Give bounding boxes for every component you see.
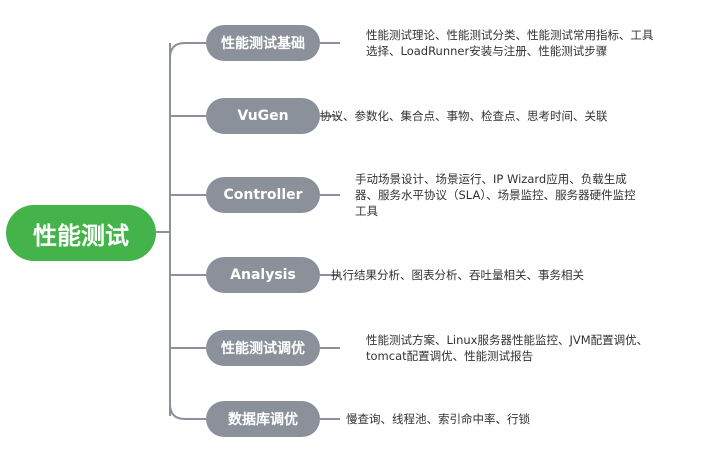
description-line: 器、服务水平协议（SLA）、场景监控、服务器硬件监控 [355,188,636,202]
branch-0-description: 性能测试理论、性能测试分类、性能测试常用指标、工具 选择、LoadRunner安… [366,27,654,59]
description-line: 手动场景设计、场景运行、IP Wizard应用、负载生成 [355,172,627,186]
branch-node-0[interactable]: 性能测试基础 [206,25,320,61]
description-line: 协议、参数化、集合点、事物、检查点、思考时间、关联 [320,109,608,123]
description-line: 性能测试理论、性能测试分类、性能测试常用指标、工具 [366,28,654,42]
description-line: 慢查询、线程池、索引命中率、行锁 [346,412,530,426]
branch-node-1[interactable]: VuGen [206,98,320,134]
branch-node-4[interactable]: 性能测试调优 [206,330,320,366]
description-line: 性能测试方案、Linux服务器性能监控、JVM配置调优、 [366,333,649,347]
branch-node-3[interactable]: Analysis [206,257,320,293]
connector-to-branch-0 [169,42,206,59]
description-line: 工具 [355,204,378,218]
connector-to-branch-5 [169,403,206,420]
branch-2-description: 手动场景设计、场景运行、IP Wizard应用、负载生成 器、服务水平协议（SL… [355,171,636,219]
branch-node-2[interactable]: Controller [206,177,320,213]
description-line: 选择、LoadRunner安装与注册、性能测试步骤 [366,44,608,58]
root-node[interactable]: 性能测试 [6,205,156,261]
branch-node-5[interactable]: 数据库调优 [206,401,320,437]
branch-4-description: 性能测试方案、Linux服务器性能监控、JVM配置调优、 tomcat配置调优、… [366,332,648,364]
branch-3-description: 执行结果分析、图表分析、吞吐量相关、事务相关 [331,267,584,283]
description-line: 执行结果分析、图表分析、吞吐量相关、事务相关 [331,268,584,282]
description-line: tomcat配置调优、性能测试报告 [366,349,534,363]
branch-1-description: 协议、参数化、集合点、事物、检查点、思考时间、关联 [320,108,608,124]
branch-5-description: 慢查询、线程池、索引命中率、行锁 [346,411,530,427]
